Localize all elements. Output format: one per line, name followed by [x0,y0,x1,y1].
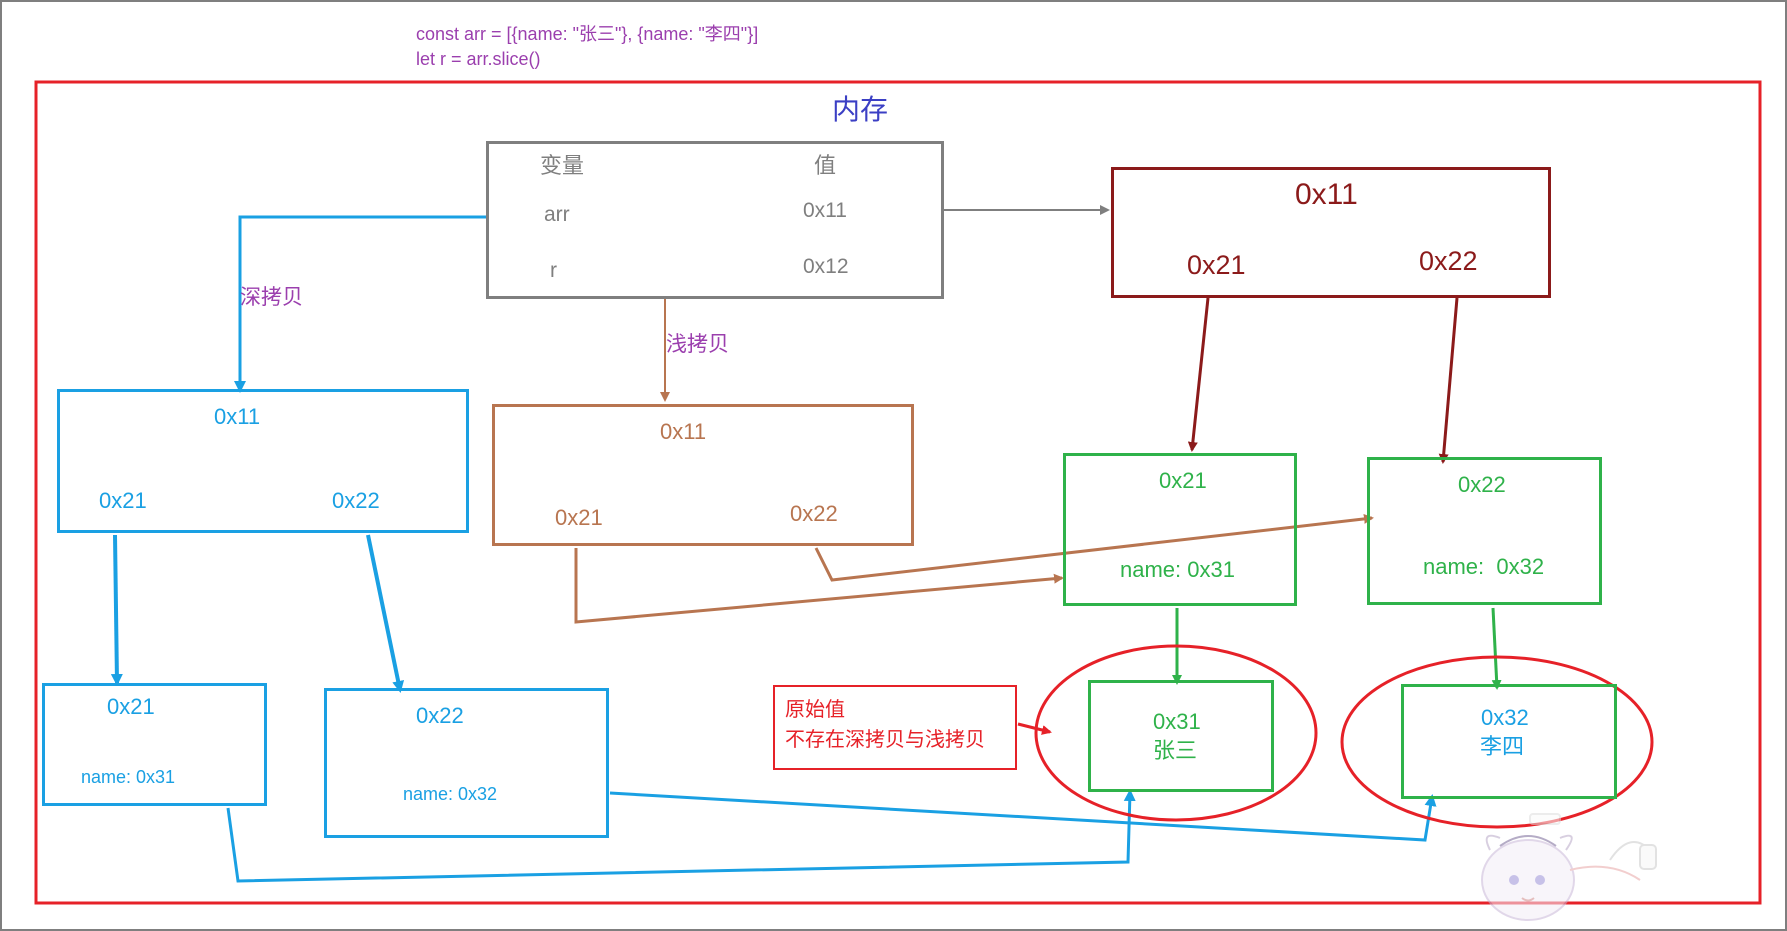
memory-title: 内存 [832,93,889,126]
primitive2-circle [1340,655,1654,829]
shallow-copy-box: 0x11 0x21 0x22 [492,404,914,546]
arrow-deep-slot2 [366,534,405,693]
primitive-2-box: 0x32 李四 [1401,684,1617,799]
shallow-copy-slot2: 0x22 [790,501,838,526]
primitive1-circle [1034,644,1318,822]
arrow-shallow-slot2 [814,513,1374,582]
memory-frame [34,80,1762,905]
shallow-copy-addr: 0x11 [660,419,707,444]
deep-object-1-field: name: 0x31 [81,767,176,787]
arr-object-slot1: 0x21 [1187,250,1246,280]
green-object-2: 0x22 name: 0x32 [1367,457,1602,605]
table-row-name: r [550,259,557,282]
table-header-val: 值 [814,154,837,179]
note-line-2: 不存在深拷贝与浅拷贝 [785,727,985,751]
arrow-deep-obj2-to-prim2 [609,791,1437,842]
arrow-deep-obj1-to-prim1 [226,789,1136,883]
primitive-2-value: 李四 [1480,735,1525,760]
primitive-note: 原始值 不存在深拷贝与浅拷贝 [773,685,1017,770]
deep-object-2: 0x22 name: 0x32 [324,688,609,838]
primitive-1-value: 张三 [1153,739,1198,764]
arr-object-slot2: 0x22 [1419,246,1478,276]
deep-object-2-addr: 0x22 [416,703,464,728]
arr-object-addr: 0x11 [1295,178,1358,211]
shallow-copy-label: 浅拷贝 [666,332,729,356]
shallow-copy-slot1: 0x21 [555,505,603,530]
deep-copy-box: 0x11 0x21 0x22 [57,389,469,533]
deep-copy-slot1: 0x21 [99,488,147,513]
arrow-obj2-to-prim2 [1491,607,1502,690]
green-object-1-addr: 0x21 [1159,468,1207,493]
deep-copy-slot2: 0x22 [332,488,380,513]
primitive-1-addr: 0x31 [1153,709,1201,734]
variable-table: 变量 值 arr 0x11 r 0x12 [486,141,944,299]
deep-copy-addr: 0x11 [214,404,261,429]
green-object-2-field: name: 0x32 [1423,554,1545,579]
deep-object-1-addr: 0x21 [107,694,155,719]
table-row-name: arr [544,203,570,226]
table-row-value: 0x11 [803,199,847,222]
primitive-1-box: 0x31 张三 [1088,680,1274,792]
note-line-1: 原始值 [785,697,845,721]
code-line-2: let r = arr.slice() [416,49,541,69]
green-object-1-field: name: 0x31 [1120,557,1235,582]
primitive-2-addr: 0x32 [1481,705,1529,730]
arrow-deep-slot1 [110,534,123,686]
green-object-2-addr: 0x22 [1458,472,1506,497]
green-object-1: 0x21 name: 0x31 [1063,453,1297,606]
deep-object-2-field: name: 0x32 [403,784,498,804]
deep-copy-label: 深拷贝 [240,285,303,309]
arrow-arr-slot1 [1187,297,1210,452]
arr-object-box: 0x11 0x21 0x22 [1111,167,1551,298]
code-line-1: const arr = [{name: "张三"}, {name: "李四"}] [416,24,759,44]
table-header-var: 变量 [540,154,585,179]
deep-object-1: 0x21 name: 0x31 [42,683,267,806]
arrow-shallow-slot1 [574,548,1064,624]
arrow-deep-copy [234,215,486,393]
arrow-arr-slot2 [1438,297,1459,464]
arrow-note [1017,722,1052,735]
table-row-value: 0x12 [803,255,849,278]
